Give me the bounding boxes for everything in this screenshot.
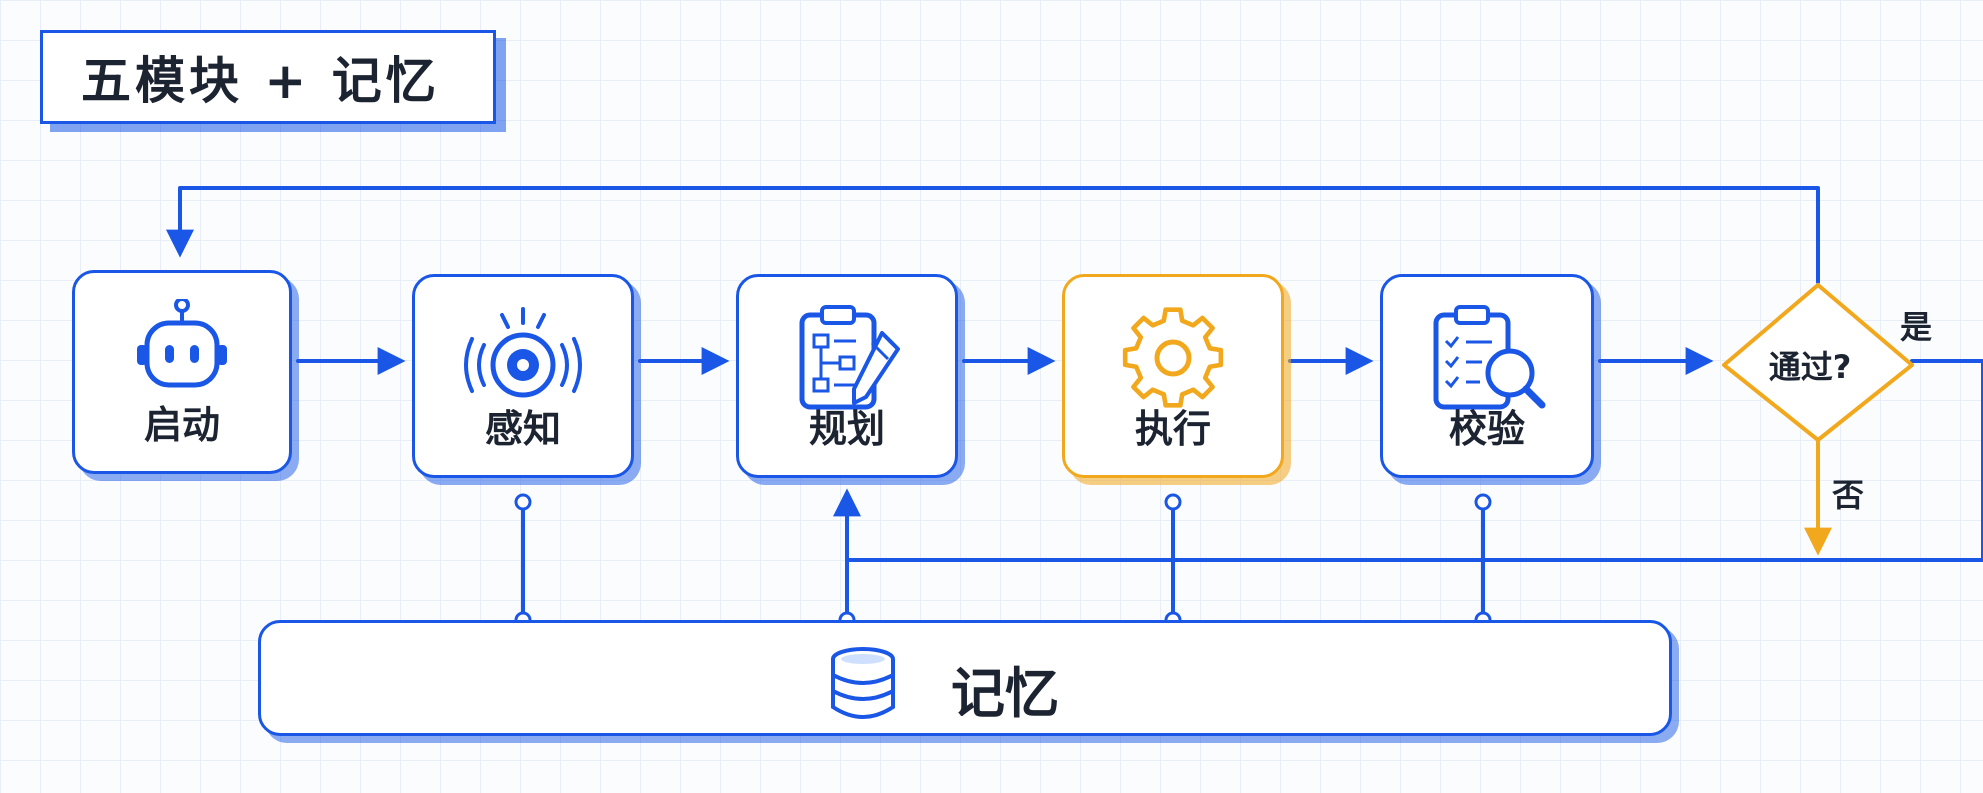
node-execute-label: 执行 — [1134, 407, 1211, 451]
title-banner: 五模块 + 记忆 — [40, 30, 510, 130]
node-plan-label: 规划 — [808, 407, 885, 451]
page-title: 五模块 + 记忆 — [81, 52, 440, 110]
database-icon — [831, 647, 895, 719]
node-execute: 执行 — [1062, 274, 1284, 478]
robot-icon — [137, 299, 227, 388]
decision-diamond — [1722, 283, 1914, 442]
node-start-label: 启动 — [143, 403, 220, 447]
node-start: 启动 — [72, 270, 292, 474]
flowchart-clipboard-icon — [799, 305, 900, 410]
node-verify-label: 校验 — [1448, 407, 1525, 451]
title-box: 五模块 + 记忆 — [40, 30, 496, 124]
arrow-yes-loop — [166, 186, 1820, 284]
branch-no-label: 否 — [1832, 476, 1865, 514]
memory-bar: 记忆 — [258, 620, 1672, 736]
memory-label: 记忆 — [951, 662, 1059, 725]
arrow-right-loop-to-plan — [833, 359, 1983, 562]
node-verify: 校验 — [1380, 274, 1594, 478]
decision-label: 通过? — [1768, 348, 1852, 386]
node-plan: 规划 — [736, 274, 958, 478]
checklist-magnifier-icon — [1433, 305, 1546, 410]
branch-yes-label: 是 — [1900, 308, 1933, 346]
node-perceive: 感知 — [412, 274, 634, 478]
sensor-icon — [464, 307, 582, 398]
gear-icon — [1122, 307, 1224, 408]
node-perceive-label: 感知 — [484, 407, 561, 451]
